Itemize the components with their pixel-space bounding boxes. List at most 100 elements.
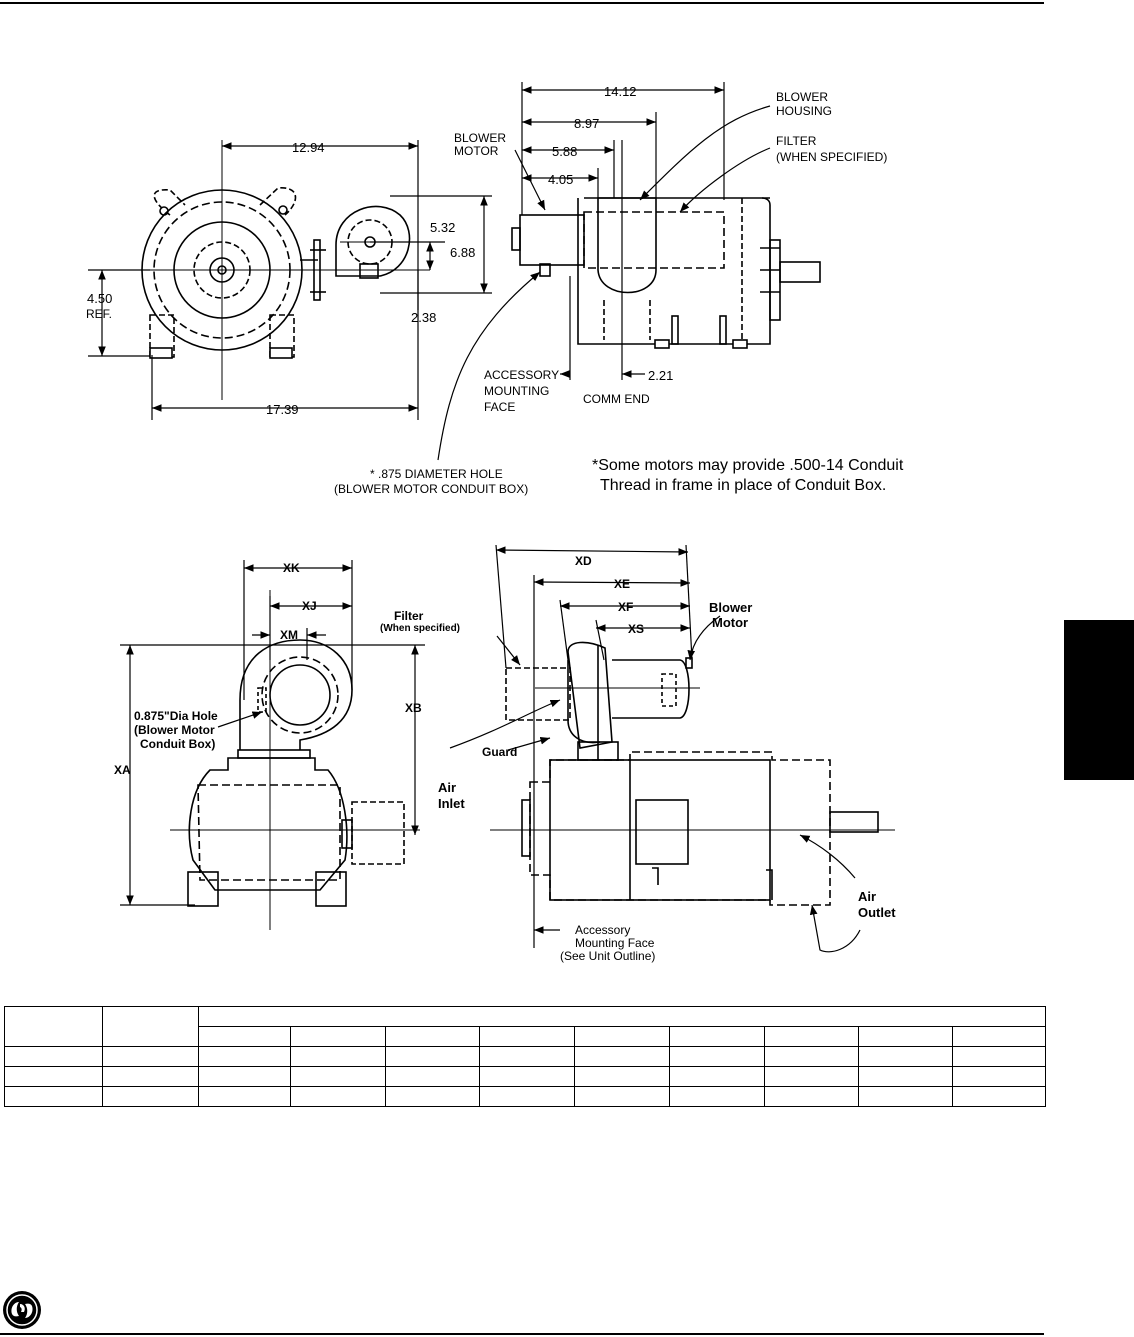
bottom-end-view-dimlines [120,560,425,906]
label-comm-end: COMM END [583,392,650,406]
table-cell [764,1086,859,1107]
label-air-outlet-1: Air [858,889,876,904]
table-cell [102,1066,199,1087]
table-cell [102,1006,199,1047]
dim-6-88: 6.88 [450,245,475,260]
label-dia-hole-1: 0.875"Dia Hole [134,709,218,723]
table-cell [764,1046,859,1067]
table-cell [290,1046,386,1067]
table-cell [858,1046,953,1067]
table-cell [574,1026,670,1047]
label-filter-1: FILTER [776,134,817,148]
table-cell [4,1086,103,1107]
table-cell [951,1066,1047,1087]
table-cell [858,1066,953,1087]
table-cell [198,1066,291,1087]
bottom-side-view-centerlines [490,687,895,831]
table-cell [290,1026,386,1047]
table-cell [385,1046,480,1067]
table-cell [669,1046,765,1067]
label-filter-1b: Filter [394,609,424,623]
ge-logo [3,1291,41,1329]
table-cell [290,1086,386,1107]
label-air-outlet-2: Outlet [858,905,896,920]
dim-12-94: 12.94 [292,140,325,155]
top-end-view-centerlines [100,140,440,400]
table-row [4,1086,1047,1107]
table-cell [951,1046,1047,1067]
table-cell [385,1066,480,1087]
label-acc-mount-3: (See Unit Outline) [560,949,655,963]
table-cell [4,1066,103,1087]
table-cell [4,1006,103,1047]
label-blower-housing-1: BLOWER [776,90,828,104]
dim-17-39: 17.39 [266,402,299,417]
dim-xe: XE [614,577,630,591]
label-air-inlet-2: Inlet [438,796,465,811]
dim-xa: XA [114,763,131,777]
table-cell [858,1026,953,1047]
table-cell [102,1086,199,1107]
table-cell [574,1046,670,1067]
bottom-end-view [187,639,405,907]
table-cell [385,1026,480,1047]
bottom-rule [0,1333,1044,1335]
table-cell [385,1086,480,1107]
dim-xf: XF [618,600,633,614]
label-accessory-3: FACE [484,400,515,414]
dim-xs: XS [628,622,644,636]
table-cell [574,1086,670,1107]
table-cell [669,1026,765,1047]
table-cell [4,1046,103,1067]
table-cell [858,1086,953,1107]
table-cell [479,1086,575,1107]
dim-xj: XJ [302,599,317,613]
label-filter-2b: (When specified) [380,623,460,634]
label-dia-hole-2: (Blower Motor [134,723,215,737]
table-row [5,1026,1047,1047]
label-blower-housing-2: HOUSING [776,104,832,118]
dim-xd: XD [575,554,592,568]
dim-14-12: 14.12 [604,84,637,99]
label-blower-2b: Motor [712,615,748,630]
top-side-view [511,197,821,349]
table-cell [764,1066,859,1087]
table-cell [290,1066,386,1087]
dim-4-50: 4.50 [87,291,112,306]
table-cell [198,1086,291,1107]
dim-5-32: 5.32 [430,220,455,235]
label-acc-mount-2: Mounting Face [575,936,655,950]
label-filter-2: (WHEN SPECIFIED) [776,150,887,164]
conduit-note-2: Thread in frame in place of Conduit Box. [600,477,886,494]
label-blower-motor-1: BLOWER [454,131,506,145]
label-accessory-2: MOUNTING [484,384,549,398]
label-blower-1b: Blower [709,600,752,615]
bottom-side-view [505,641,879,906]
table-cell [479,1026,575,1047]
top-side-view-dimlines [437,82,771,461]
table-cell [198,1026,291,1047]
dim-xm: XM [280,628,298,642]
table-row [4,1066,1047,1087]
dim-5-88: 5.88 [552,144,577,159]
label-hole-1: * .875 DIAMETER HOLE [370,467,503,481]
table-cell [669,1086,765,1107]
table-row [4,1006,1047,1047]
table-cell [197,1006,1047,1027]
table-row [4,1046,1047,1067]
table-cell [198,1046,291,1067]
label-guard: Guard [482,745,517,759]
table-cell [669,1066,765,1087]
label-blower-motor-2: MOTOR [454,144,499,158]
dim-8-97: 8.97 [574,116,599,131]
dimension-drawing: 12.94 4.50 REF. 17.39 5.32 6.88 2.38 [86,82,904,963]
table-cell [951,1086,1047,1107]
conduit-note-1: *Some motors may provide .500-14 Conduit [592,457,904,474]
label-acc-mount-1: Accessory [575,923,630,937]
top-rule [0,2,1044,4]
table-cell [574,1066,670,1087]
dimension-table [4,1006,1047,1107]
table-cell [951,1026,1047,1047]
label-accessory-1: ACCESSORY [484,368,559,382]
table-cell [102,1046,199,1067]
